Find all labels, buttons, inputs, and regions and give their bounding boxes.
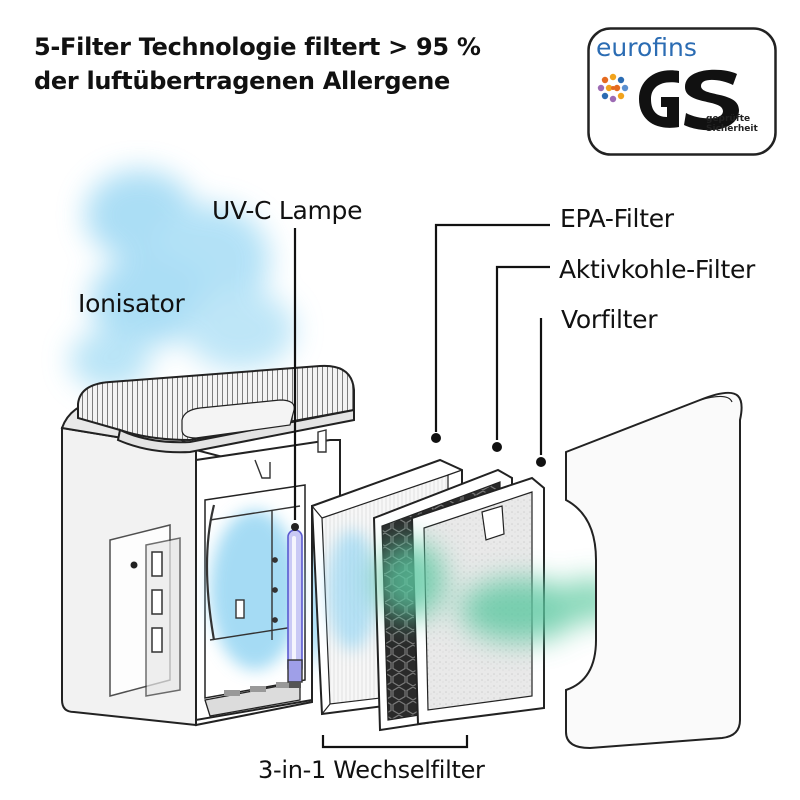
gs-subtitle-line-1: geprüfte [706,114,751,124]
leader-akf [495,265,550,440]
interior-airflow [210,510,300,670]
headline-line-2: der luftübertragenen Allergene [34,67,450,95]
label-ionisator: Ionisator [78,289,185,318]
filtered-air-epa [327,530,377,650]
front-cover-panel [565,391,743,750]
label-aktivkohle-filter: Aktivkohle-Filter [559,255,756,284]
eurofins-dots-icon [597,73,629,103]
label-epa-filter: EPA-Filter [560,204,674,233]
incoming-air-cloud [375,540,620,642]
label-vorfilter: Vorfilter [561,305,658,334]
gs-subtitle-line-2: Sicherheit [706,124,758,134]
ionisator-module [109,524,181,697]
leader-epa [434,223,550,432]
gs-mark-icon [639,69,739,131]
leader-lines [293,223,550,749]
gs-subtitle: geprüfte Sicherheit [706,114,758,134]
headline-line-1: 5-Filter Technologie filtert > 95 % [34,33,481,61]
bracket-3in1 [321,735,469,749]
interior-frame-details [205,429,327,641]
label-uvc-lampe: UV-C Lampe [212,196,363,225]
leader-dots [431,433,546,467]
headline: 5-Filter Technologie filtert > 95 % der … [34,30,554,98]
eurofins-wordmark: eurofins [596,33,697,62]
uvc-lamp-icon [287,523,303,688]
eurofins-gs-logo [587,27,777,156]
label-wechselfilter: 3-in-1 Wechselfilter [258,756,485,784]
